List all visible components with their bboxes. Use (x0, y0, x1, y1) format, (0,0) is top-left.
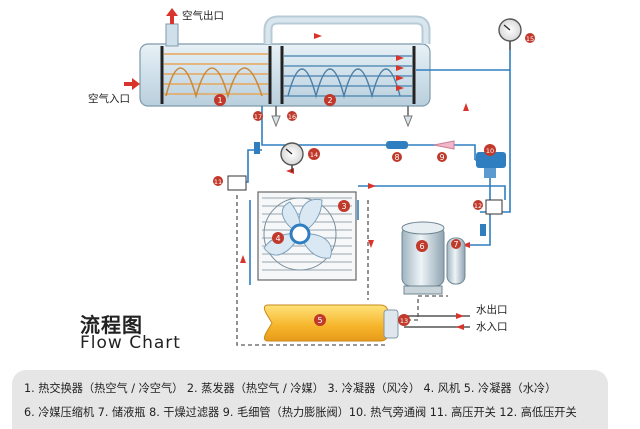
badge-1 (214, 94, 226, 106)
badge-number-7: 7 (453, 240, 458, 249)
fan (263, 197, 337, 271)
sensor (480, 224, 486, 236)
badge-10 (484, 144, 496, 156)
legend-row-1: 1. 热交换器（热空气 / 冷空气） 2. 蒸发器（热空气 / 冷媒） 3. 冷… (24, 382, 557, 395)
evaporator-coil (284, 55, 412, 99)
badge-8 (392, 152, 402, 162)
refrigerant-piping (232, 50, 511, 346)
high-low-pressure-switch (485, 199, 503, 215)
badge-12 (473, 200, 483, 210)
badge-number-4: 4 (275, 234, 280, 243)
sensor (254, 142, 260, 154)
receiver (446, 237, 466, 285)
high-pressure-switch (227, 175, 247, 191)
pressure-gauge-mid (280, 142, 304, 172)
badge-15 (525, 33, 535, 43)
chart-title-en: Flow Chart (80, 333, 181, 353)
badge-7 (451, 239, 461, 249)
badge-13 (398, 314, 410, 326)
badge-2 (324, 94, 336, 106)
water-outlet-label: 水出口 (476, 303, 508, 316)
badge-9 (437, 152, 447, 162)
heat-exchanger-tubes (164, 53, 268, 99)
badge-number-10: 10 (486, 147, 494, 155)
legend-panel: 1. 热交换器（热空气 / 冷空气） 2. 蒸发器（热空气 / 冷媒） 3. 冷… (12, 370, 608, 429)
badge-17 (253, 111, 263, 121)
badge-number-15: 15 (526, 35, 534, 43)
air-outlet-label: 空气出口 (182, 9, 224, 22)
air-inlet-arrow (124, 78, 140, 90)
badge-number-17: 17 (254, 113, 262, 121)
badge-5 (314, 314, 326, 326)
air-inlet-label: 空气入口 (88, 92, 130, 105)
water-cooled-condenser (263, 304, 399, 342)
badge-4 (272, 232, 284, 244)
pressure-gauge-top (498, 18, 522, 50)
badge-number-12: 12 (474, 202, 482, 210)
badge-number-14: 14 (310, 151, 318, 159)
badge-number-13: 13 (400, 317, 408, 325)
drain-valve (271, 106, 281, 128)
badge-number-5: 5 (317, 316, 322, 325)
legend-row-2: 6. 冷媒压缩机 7. 储液瓶 8. 干燥过滤器 9. 毛细管（热力膨胀阀）10… (24, 406, 577, 419)
chart-title-cn: 流程图 (80, 313, 143, 337)
badge-number-3: 3 (341, 202, 346, 211)
heat-exchanger-unit (139, 15, 431, 107)
badge-16 (287, 111, 297, 121)
drier-filter (386, 141, 408, 149)
badge-number-9: 9 (439, 153, 444, 162)
bypass-valve (476, 152, 506, 178)
badge-number-8: 8 (394, 153, 399, 162)
badge-14 (308, 148, 320, 160)
badge-6 (416, 240, 428, 252)
badge-number-2: 2 (327, 96, 332, 105)
capillary-tube (433, 140, 455, 150)
water-inlet-label: 水入口 (476, 321, 508, 333)
badge-number-1: 1 (217, 96, 222, 105)
badge-number-6: 6 (419, 242, 424, 251)
badge-number-16: 16 (288, 113, 296, 121)
air-outlet-arrow (166, 8, 178, 24)
compressor (401, 221, 445, 295)
badge-number-11: 11 (214, 178, 222, 186)
drain-valve (403, 106, 413, 128)
badge-3 (338, 200, 350, 212)
badge-11 (213, 176, 223, 186)
